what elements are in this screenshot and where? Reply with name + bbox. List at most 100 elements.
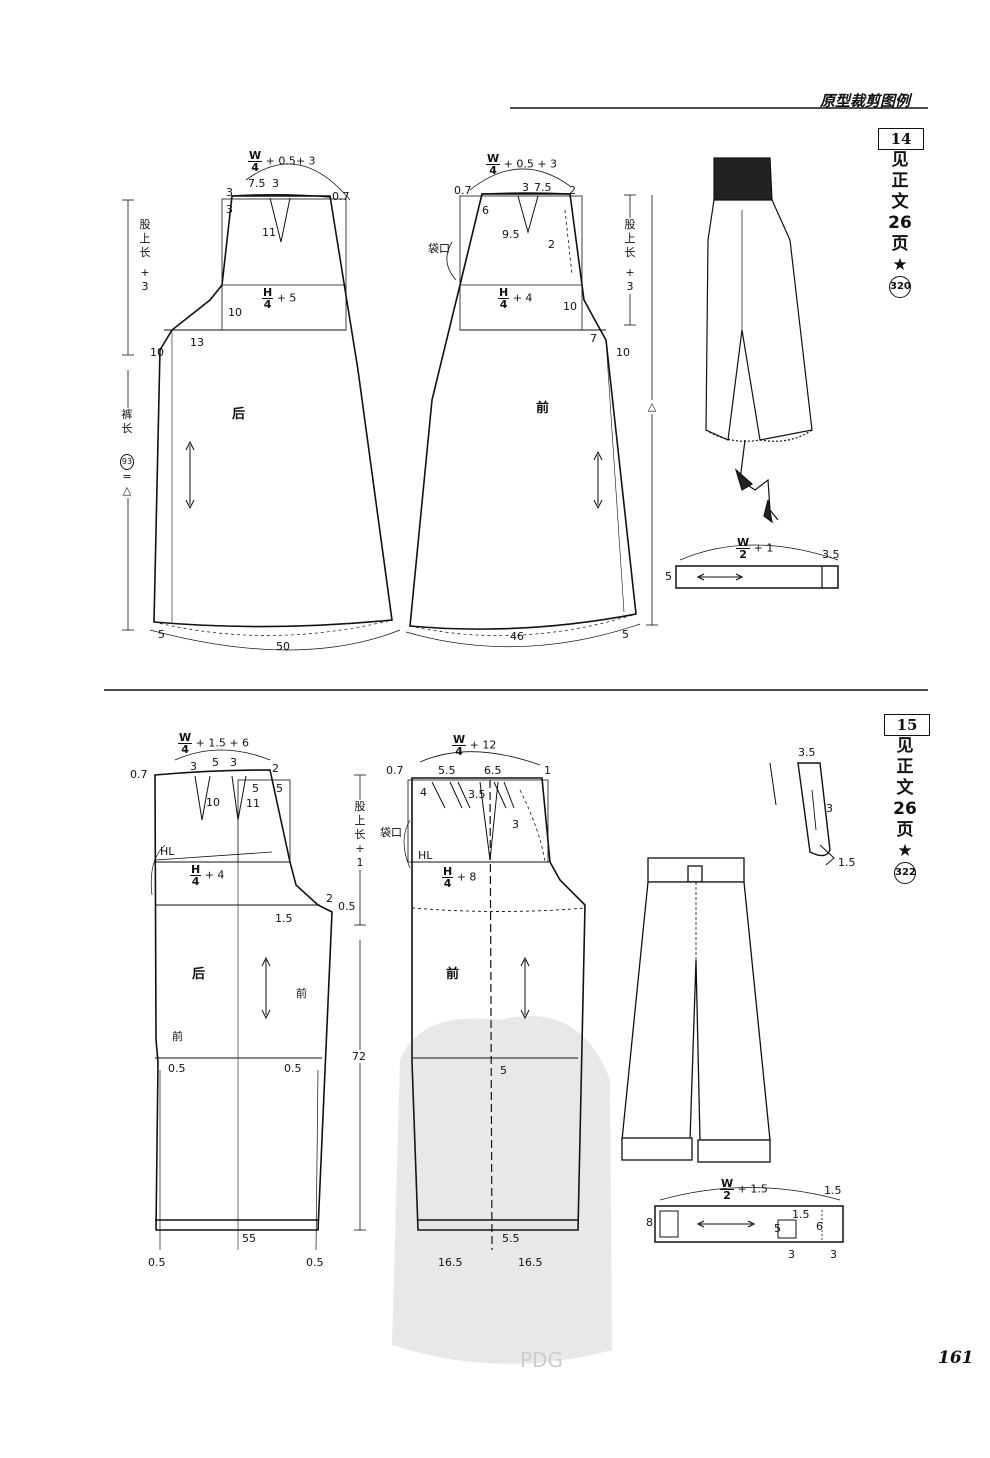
fig14-waistband-label: 5	[665, 570, 672, 583]
fig14-front-label: 7	[590, 332, 597, 345]
fig15-side-label: 72	[352, 1050, 366, 1063]
fig15-back-label: 1.5	[275, 912, 293, 925]
fig14-back-label: 3	[272, 177, 279, 190]
fig14-waistband	[675, 544, 839, 589]
fig14-back-label: 10	[150, 346, 164, 359]
fig15-fly-label: 3.5	[798, 746, 816, 759]
fig15-back-label: 0.7	[130, 768, 148, 781]
fig14-back-piece	[149, 163, 401, 651]
fig14-right-scale: 股上长 +3	[623, 218, 637, 294]
fig15-front-name: 前	[446, 967, 460, 982]
fig14-front-label: 10	[563, 300, 577, 313]
fig15-back-label: 5	[252, 782, 259, 795]
fig15-front-label: 5.5	[502, 1232, 520, 1245]
fig14-back-label: 50	[276, 640, 290, 653]
fig15-front-label: 6.5	[484, 764, 502, 777]
fig15-fly-label: 3	[826, 802, 833, 815]
fig14-front-label: 3	[522, 181, 529, 194]
fig15-back-name: 后	[192, 967, 206, 982]
fig14-front-label: 0.7	[454, 184, 472, 197]
fig14-back-label: 3	[226, 186, 233, 199]
fig14-front-label: 6	[482, 204, 489, 217]
fig15-number: 15	[884, 714, 930, 736]
fig14-front-label: 2	[569, 184, 576, 197]
fig15-back-label: 2	[272, 762, 279, 775]
fig15-back-label: 55	[242, 1232, 256, 1245]
fig15-back-label: 10	[206, 796, 220, 809]
fig15-front-label: 16.5	[438, 1256, 463, 1269]
fig15-waistband-label: 1.5	[792, 1208, 810, 1221]
fig15-front-label: 4	[420, 786, 427, 799]
fig14-back-label: 7.5	[248, 177, 266, 190]
fig15-waistband-label: 1.5	[824, 1184, 842, 1197]
fig15-back-label: 3	[190, 760, 197, 773]
fig15-front-piece	[403, 751, 586, 1251]
fig14-right-delta: △	[645, 400, 659, 414]
fig14-front-piece	[405, 168, 641, 648]
fig14-front-label: 46	[510, 630, 524, 643]
fig14-number: 14	[878, 128, 924, 150]
fig15-front-label: 3	[512, 818, 519, 831]
fig15-fly-piece	[769, 762, 835, 866]
fig15-rise-scale: 股上长+1	[353, 800, 367, 870]
fig14-front-pocket-label: 袋口	[428, 242, 450, 255]
fig15-back-label: 5	[276, 782, 283, 795]
fig15-front-label: 1	[544, 764, 551, 777]
fig14-waistband-label: 3.5	[822, 548, 840, 561]
fig15-back-label: 5	[212, 756, 219, 769]
fig15-fly-label: 1.5	[838, 856, 856, 869]
fig15-garment-illustration	[621, 857, 771, 1163]
fig15-back-label: 0.5	[284, 1062, 302, 1075]
fig15-back-front-note: 前	[296, 987, 307, 1000]
fig14-front-label: 2	[548, 238, 555, 251]
fig15-front-label: 3.5	[468, 788, 486, 801]
fig14-front-name: 前	[536, 401, 550, 416]
fig14-back-label: 13	[190, 336, 204, 349]
fig14-left-scale: 股上长 +3	[139, 218, 151, 293]
fig15-back-label: 0.5	[168, 1062, 186, 1075]
fig14-front-label: 9.5	[502, 228, 520, 241]
fig15-front-label: 16.5	[518, 1256, 543, 1269]
watermark-seal	[392, 1016, 612, 1364]
fig15-front-hl: HL	[418, 849, 433, 862]
page-number: 161	[938, 1348, 974, 1368]
fig14-back-label: 3	[226, 203, 233, 216]
fig15-back-label: 2	[326, 892, 333, 905]
fig15-front-label: 0.7	[386, 764, 404, 777]
fig15-side-label: 0.5	[338, 900, 356, 913]
fig15-waistband	[654, 1187, 844, 1243]
fig15-waistband-label: 8	[646, 1216, 653, 1229]
fig14-back-label: 10	[228, 306, 242, 319]
fig15-back-label: 3	[230, 756, 237, 769]
fig14-back-label: 5	[158, 628, 165, 641]
fig15-front-label: 5.5	[438, 764, 456, 777]
fig14-back-label: 11	[262, 226, 276, 239]
fig15-back-label: 0.5	[306, 1256, 324, 1269]
fig14-garment-illustration	[705, 157, 813, 524]
fig15-waistband-label: 3	[788, 1248, 795, 1261]
fig14-back-name: 后	[232, 407, 246, 422]
fig14-front-label: 5	[622, 628, 629, 641]
fig14-length-scale: 裤长 93 =△	[120, 408, 134, 498]
fig15-waistband-label: 3	[830, 1248, 837, 1261]
fig14-front-label: 10	[616, 346, 630, 359]
fig15-front-pocket-label: 袋口	[380, 826, 402, 839]
fig15-front-label: 5	[500, 1064, 507, 1077]
fig15-back-hl: HL	[160, 845, 175, 858]
fig15-waistband-label: 6	[816, 1220, 823, 1233]
fig15-back-front-note: 前	[172, 1030, 183, 1043]
watermark-text: PDG	[520, 1348, 563, 1372]
